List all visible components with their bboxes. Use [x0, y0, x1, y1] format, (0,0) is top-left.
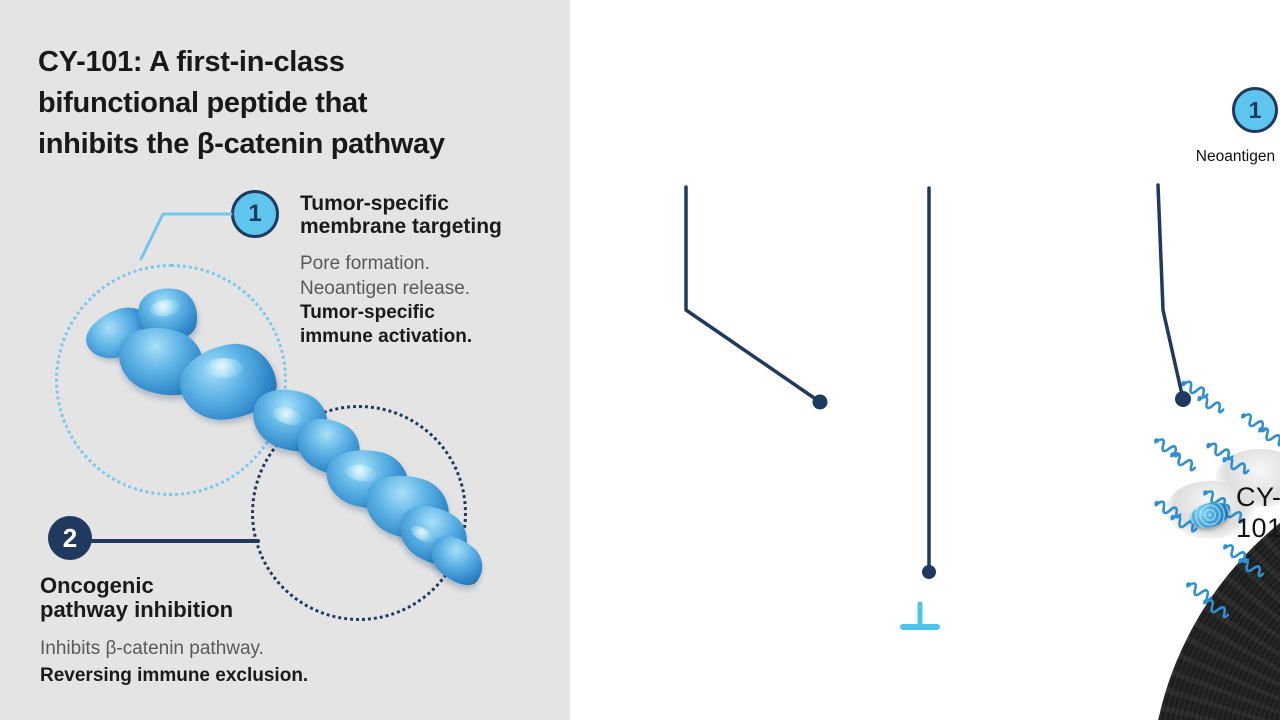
step-2-number: 2 — [62, 522, 78, 553]
item-1-body-emphasis: Tumor-specific immune activation. — [300, 302, 473, 347]
peptide-squiggle — [1163, 446, 1200, 480]
item-2-heading: Oncogenic pathway inhibition — [40, 573, 234, 622]
peptide-highlight — [205, 358, 243, 378]
peptide-squiggle — [1216, 451, 1252, 484]
peptide-squiggle — [1216, 538, 1253, 572]
step-2-badge: 2 — [48, 516, 92, 560]
peptide-squiggle — [1191, 390, 1227, 423]
flow-step-1-label: Neoantigen release — [1195, 148, 1280, 165]
item-2-body: Inhibits β-catenin pathway. — [40, 638, 264, 659]
flow-step-1-number: 1 — [1248, 96, 1262, 123]
peptide-squiggle — [1231, 552, 1268, 586]
peptide-squiggle — [1164, 509, 1200, 542]
peptide-squiggle — [1251, 421, 1280, 455]
step-1-badge: 1 — [231, 190, 279, 238]
item-2-body-emphasis: Reversing immune exclusion. — [40, 665, 309, 686]
step-1-number: 1 — [248, 200, 262, 227]
cy101-label: CY-101 — [1236, 482, 1280, 543]
page-title: CY-101: A first-in-class bifunctional pe… — [38, 46, 445, 160]
peptide-squiggle — [1179, 576, 1216, 610]
mechanism-panel: 1 Neoantigen release 2 Inhibition of ß-c… — [570, 0, 1280, 720]
dotted-circle-light — [55, 264, 287, 496]
left-panel: CY-101: A first-in-class bifunctional pe… — [0, 0, 570, 720]
dotted-circle-navy — [251, 405, 467, 621]
flow-step-1-badge: 1 — [1232, 87, 1278, 133]
item-1-heading: Tumor-specific membrane targeting — [300, 192, 502, 238]
item-1-body: Pore formation. Neoantigen release. — [300, 253, 471, 299]
peptide-squiggle — [1196, 593, 1233, 627]
